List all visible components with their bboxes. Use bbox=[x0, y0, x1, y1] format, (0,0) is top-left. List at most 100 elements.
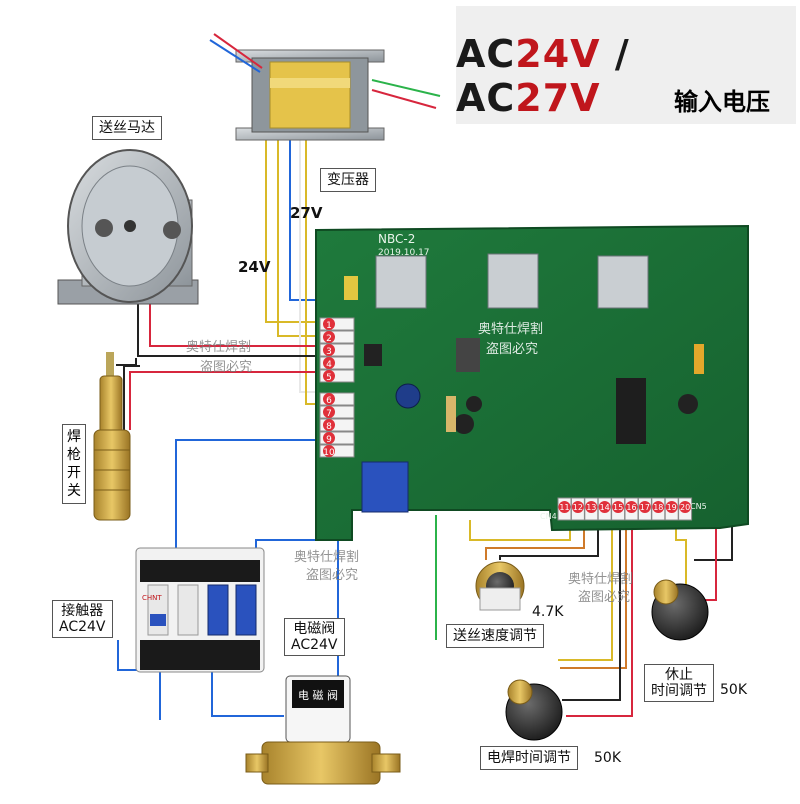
terminal-number: 16 bbox=[626, 503, 636, 512]
bottom-terminal-15: 15 bbox=[611, 497, 626, 521]
solenoid-name: 电磁阀 bbox=[293, 621, 336, 637]
board-date: 2019.10.17 bbox=[378, 248, 430, 258]
contactor: CHNT bbox=[135, 547, 265, 673]
terminal-number: 6 bbox=[326, 396, 332, 406]
solenoid-body-label: 电 磁 阀 bbox=[298, 688, 338, 702]
contactor-brand: CHNT bbox=[142, 594, 162, 602]
connector-cn5: CN5 bbox=[690, 502, 707, 511]
terminal-dot bbox=[323, 445, 335, 457]
left-terminal-3: 3 bbox=[319, 343, 355, 357]
wire-torch-black-2 bbox=[123, 365, 140, 430]
ac1-prefix: AC bbox=[456, 32, 516, 76]
label-pause-time-adjust: 休止 时间调节 bbox=[644, 664, 714, 702]
left-terminal-8: 8 bbox=[319, 418, 355, 432]
terminal-number: 8 bbox=[326, 422, 332, 432]
label-solenoid-valve: 电磁阀 AC24V bbox=[284, 618, 345, 656]
left-terminal-9: 9 bbox=[319, 431, 355, 445]
left-terminal-6: 6 bbox=[319, 392, 355, 406]
wire-transformer-white bbox=[299, 110, 322, 393]
terminal-number: 5 bbox=[326, 373, 332, 383]
terminal-number: 20 bbox=[680, 503, 690, 512]
terminal-dot bbox=[323, 432, 335, 444]
board-model: NBC-2 bbox=[378, 232, 416, 246]
label-tap-24v: 24V bbox=[238, 258, 271, 276]
wire-torch-red bbox=[129, 371, 322, 430]
bottom-terminal-13: 13 bbox=[584, 497, 599, 521]
terminal-dot bbox=[323, 318, 335, 330]
left-terminal-1: 1 bbox=[319, 317, 355, 331]
left-terminal-7: 7 bbox=[319, 405, 355, 419]
watermark-warning-2: 盗图必究 bbox=[486, 342, 539, 357]
ac2-prefix: AC bbox=[456, 76, 516, 120]
potentiometer-pause-time bbox=[651, 579, 709, 641]
input-voltage-header: AC24V / AC27V 输入电压 bbox=[456, 6, 796, 124]
watermark-warning-3: 盗图必究 bbox=[306, 568, 359, 583]
wire-pot-weld-1 bbox=[558, 512, 613, 661]
terminal-dot bbox=[571, 501, 584, 513]
wire-transformer-yellow-2 bbox=[277, 110, 322, 337]
label-contactor: 接触器 AC24V bbox=[52, 600, 113, 638]
wire-motor-black bbox=[137, 290, 322, 357]
label-pot-50k-pause: 50K bbox=[720, 682, 747, 698]
label-pot-50k-weld: 50K bbox=[594, 750, 621, 766]
left-terminal-10: 10 bbox=[319, 444, 355, 458]
ac2-value: 27V bbox=[515, 76, 601, 120]
terminal-dot bbox=[323, 344, 335, 356]
bottom-terminal-16: 16 bbox=[624, 497, 639, 521]
bottom-terminal-12: 12 bbox=[570, 497, 585, 521]
terminal-number: 13 bbox=[586, 503, 596, 512]
bottom-terminal-19: 19 bbox=[664, 497, 679, 521]
ac1-value: 24V bbox=[515, 32, 601, 76]
terminal-dot bbox=[625, 501, 638, 513]
solenoid-voltage: AC24V bbox=[291, 637, 338, 653]
wire-pot-weld-2 bbox=[560, 512, 627, 669]
watermark-shop-name-1: 奥特仕焊割 bbox=[186, 340, 252, 355]
terminal-dot bbox=[612, 501, 625, 513]
contactor-voltage: AC24V bbox=[59, 619, 106, 635]
terminal-dot bbox=[323, 357, 335, 369]
label-torch-switch: 焊枪开关 bbox=[62, 424, 86, 504]
wire-pot-weld-3 bbox=[566, 512, 633, 717]
terminal-number: 14 bbox=[600, 503, 610, 512]
terminal-dot bbox=[323, 331, 335, 343]
wire-transformer-blue-27v bbox=[289, 110, 322, 301]
wire-pot-weld-4 bbox=[562, 512, 621, 701]
wire-feed-motor bbox=[57, 149, 199, 305]
terminal-number: 12 bbox=[573, 503, 583, 512]
wire-transformer-yellow-1 bbox=[265, 110, 322, 323]
terminal-number: 17 bbox=[640, 503, 650, 512]
watermark-shop-name-2: 奥特仕焊割 bbox=[478, 322, 544, 337]
wire-pot-speed-4 bbox=[499, 512, 599, 560]
bottom-terminal-11: 11 bbox=[557, 497, 572, 521]
voltage-separator: / bbox=[600, 32, 630, 76]
bottom-terminal-20: 20 bbox=[678, 497, 693, 521]
terminal-dot bbox=[638, 501, 651, 513]
pause-line-2: 时间调节 bbox=[651, 683, 707, 699]
terminal-dot bbox=[323, 370, 335, 382]
label-tap-27v: 27V bbox=[290, 204, 323, 222]
watermark-warning-1: 盗图必究 bbox=[200, 360, 253, 375]
terminal-dot bbox=[652, 501, 665, 513]
terminal-number: 4 bbox=[326, 360, 332, 370]
contactor-name: 接触器 bbox=[61, 603, 104, 619]
label-transformer: 变压器 bbox=[320, 168, 376, 192]
terminal-number: 3 bbox=[326, 347, 332, 357]
voltage-title: AC24V / AC27V bbox=[456, 32, 774, 120]
left-terminal-4: 4 bbox=[319, 356, 355, 370]
pause-line-1: 休止 bbox=[665, 667, 693, 683]
transformer bbox=[209, 33, 441, 141]
terminal-number: 18 bbox=[653, 503, 663, 512]
label-wire-speed-adjust: 送丝速度调节 bbox=[446, 624, 544, 648]
solenoid-valve: 电 磁 阀 bbox=[245, 675, 401, 785]
watermark-shop-name-4: 奥特仕焊割 bbox=[568, 572, 634, 587]
watermark-warning-4: 盗图必究 bbox=[578, 590, 631, 605]
terminal-dot bbox=[598, 501, 611, 513]
left-terminal-5: 5 bbox=[319, 369, 355, 383]
terminal-dot bbox=[679, 501, 692, 513]
terminal-number: 1 bbox=[326, 321, 332, 331]
terminal-dot bbox=[585, 501, 598, 513]
terminal-dot bbox=[665, 501, 678, 513]
wire-contactor-blue bbox=[175, 439, 322, 560]
